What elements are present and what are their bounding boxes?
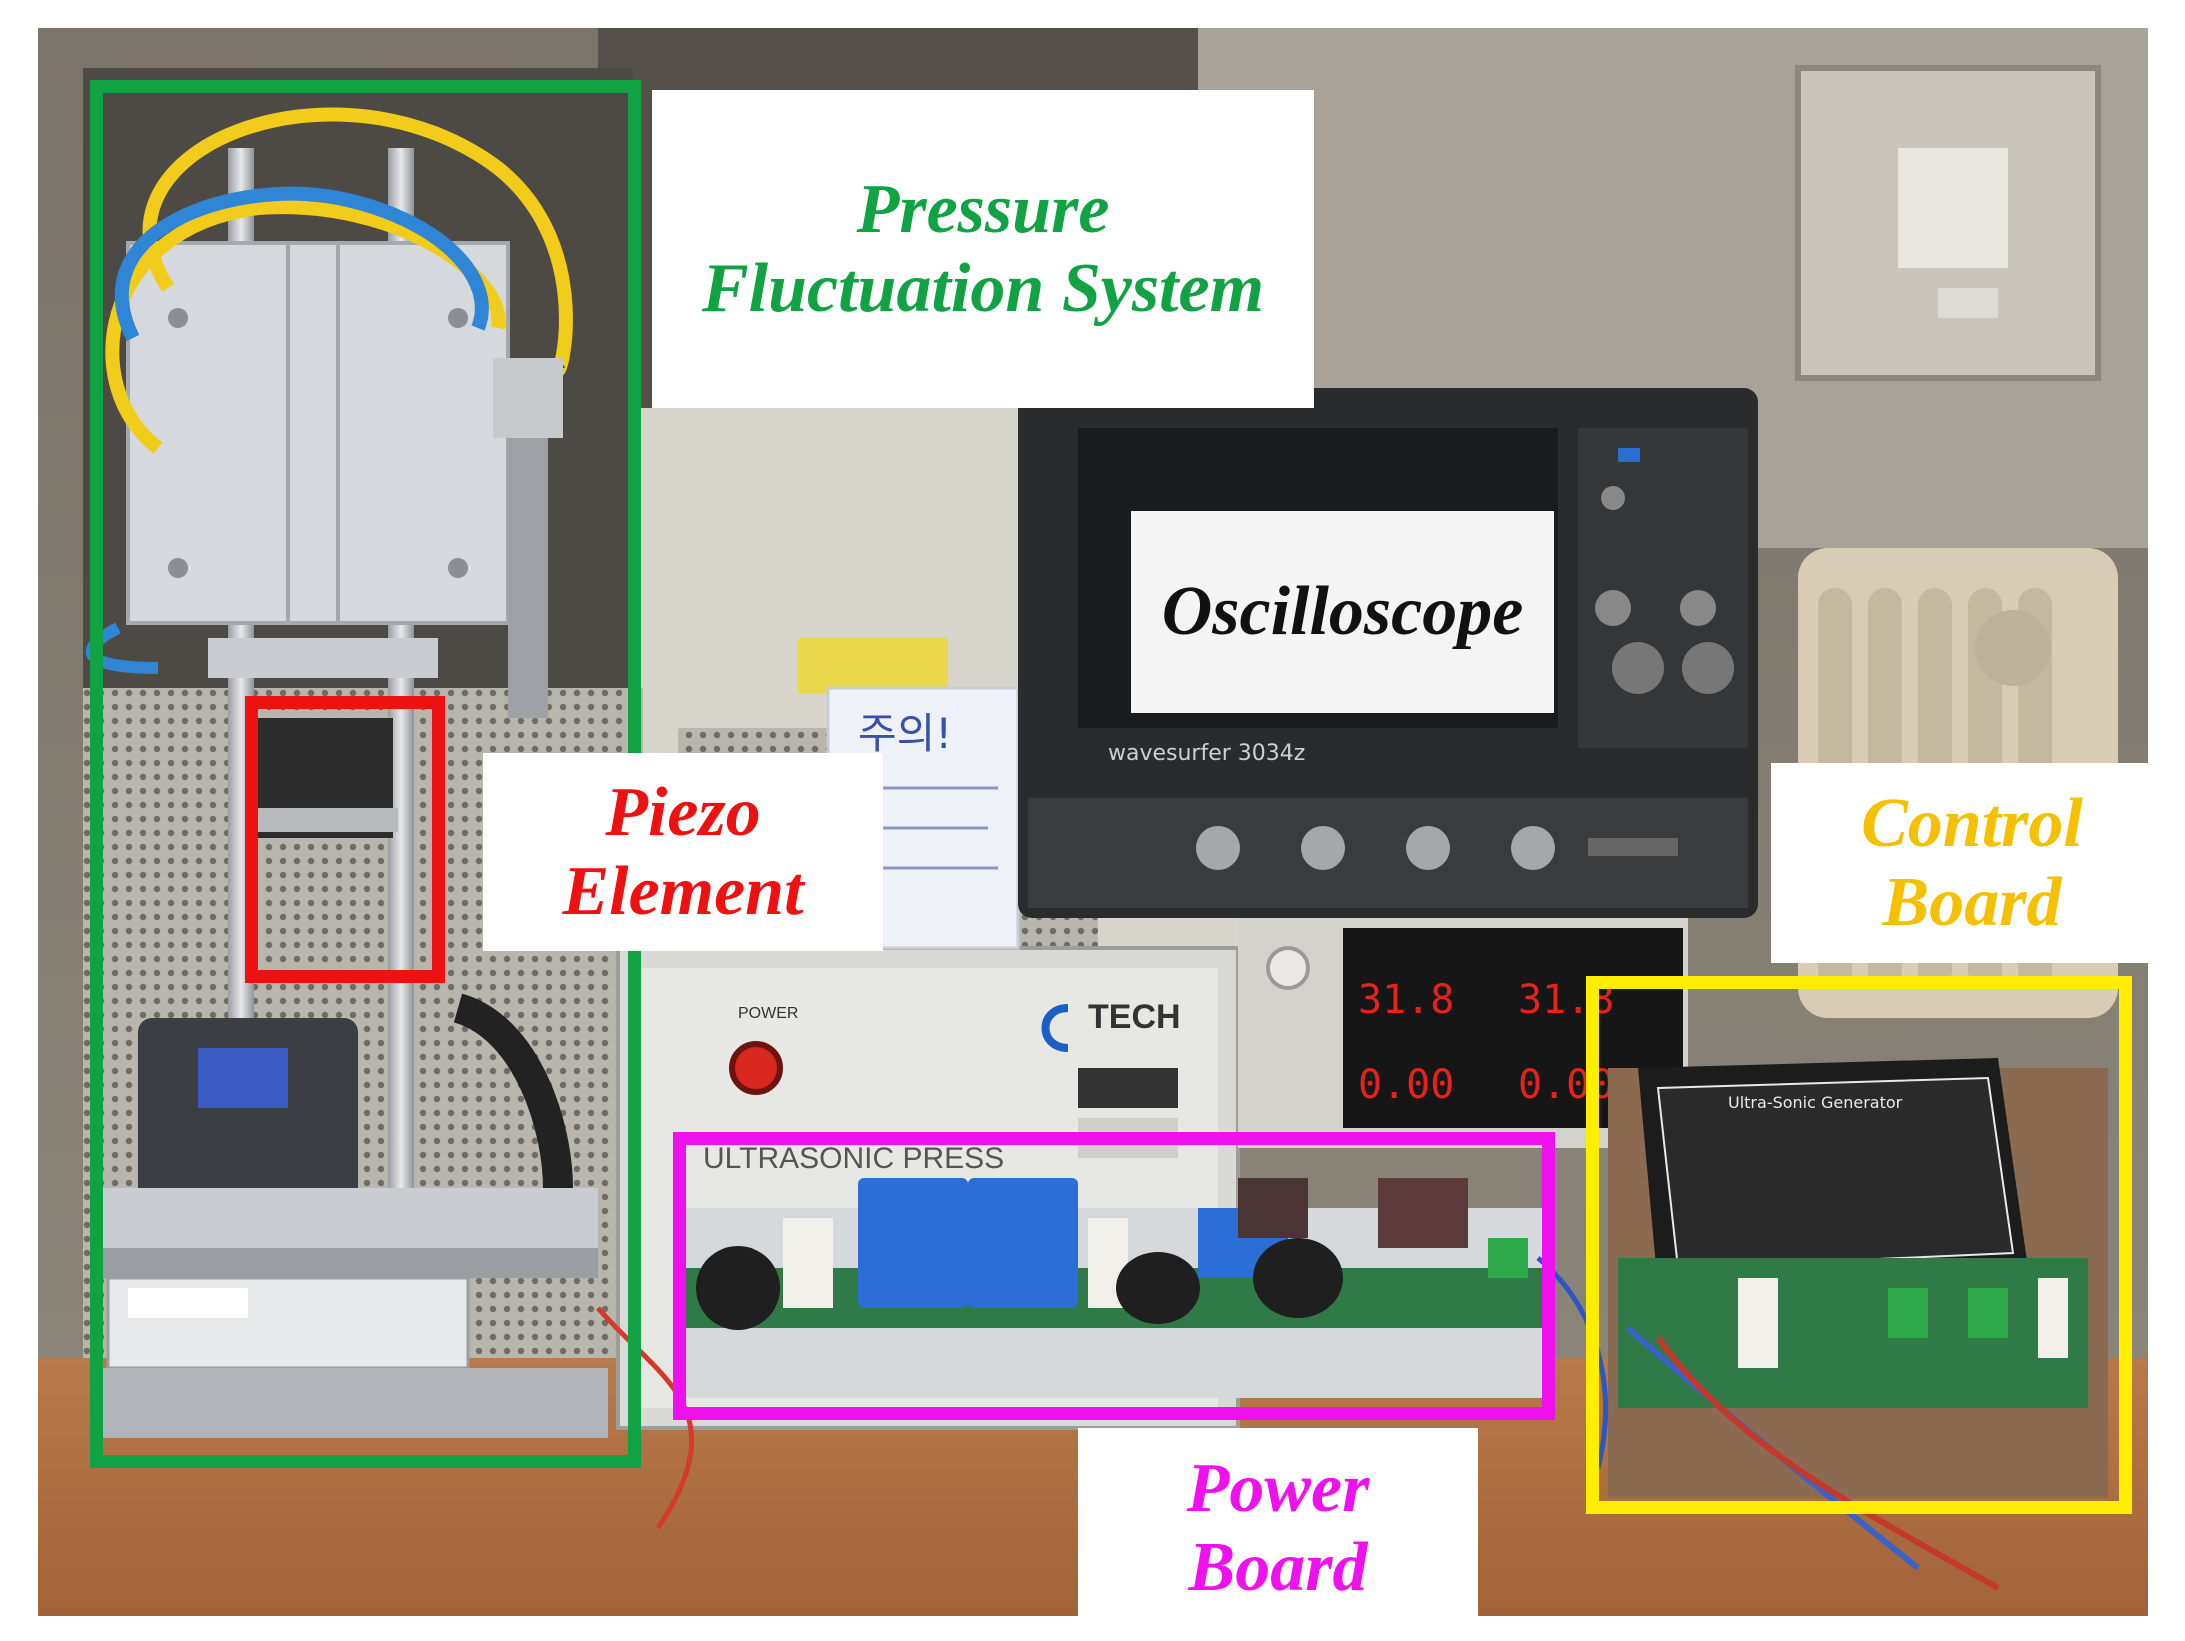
wall-electrical-box xyxy=(1795,65,2101,381)
psu-display-left-top: 31.8 xyxy=(1358,977,1454,1023)
power-board-frame xyxy=(673,1132,1555,1420)
panel-title: Ultra-Sonic Generator xyxy=(1728,1093,1903,1112)
scope-model-label: wavesurfer 3034z xyxy=(1108,741,1305,766)
lab-photo: POWER ULTRASONIC PRESS TECH 주의! xyxy=(38,28,2148,1616)
control-label-line2: Board xyxy=(1882,864,2062,941)
psu-display-left-bottom: 0.00 xyxy=(1358,1062,1454,1108)
wall-box-label xyxy=(1898,148,2008,268)
power-board-label: Power Board xyxy=(1078,1428,1478,1616)
control-board-label: Control Board xyxy=(1771,763,2148,963)
control-board-frame xyxy=(1586,976,2132,1514)
pressure-rig xyxy=(85,107,608,1438)
piezo-label-line2: Element xyxy=(562,853,804,930)
press-brand-label: TECH xyxy=(1088,998,1181,1036)
piezo-element-label: Piezo Element xyxy=(483,753,883,951)
warning-sticker xyxy=(798,638,948,693)
pressure-label-line2: Fluctuation System xyxy=(701,250,1265,327)
pressure-system-label: Pressure Fluctuation System xyxy=(652,90,1314,408)
note-heading: 주의! xyxy=(858,709,952,758)
piezo-element-frame xyxy=(245,696,445,983)
power-label-line2: Board xyxy=(1188,1529,1368,1606)
control-label-line1: Control xyxy=(1861,784,2083,862)
oscilloscope-label-text: Oscilloscope xyxy=(1161,573,1524,651)
wall-box-sticker xyxy=(1938,288,1998,318)
control-board: Ultra-Sonic Generator xyxy=(1608,1058,2108,1591)
piezo-label-line1: Piezo xyxy=(605,773,761,851)
pressure-label-line1: Pressure xyxy=(856,170,1110,248)
press-panel-label: ULTRASONIC PRESS xyxy=(703,1142,1004,1175)
power-label-line1: Power xyxy=(1186,1449,1370,1527)
power-button-label: POWER xyxy=(738,1005,798,1022)
oscilloscope-label: Oscilloscope xyxy=(1131,511,1554,713)
power-board xyxy=(678,1178,1548,1398)
